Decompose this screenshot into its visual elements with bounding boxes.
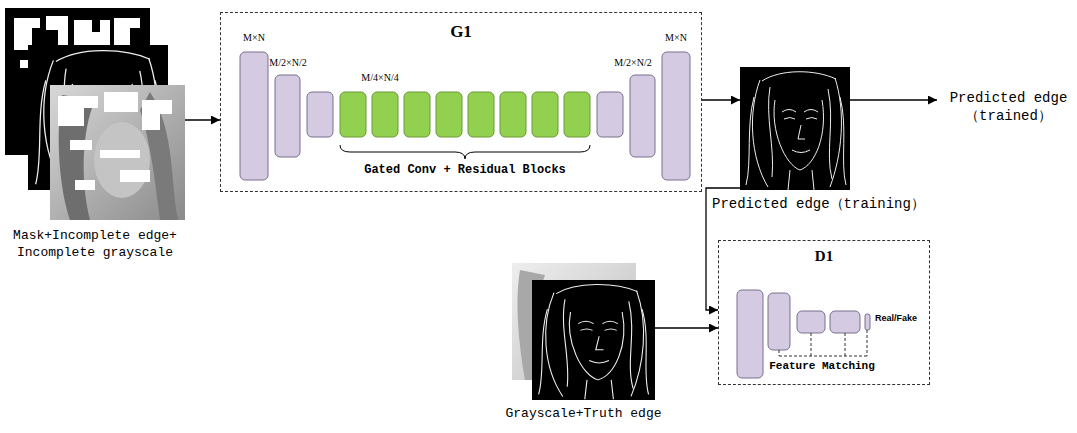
dimension-label: M×N: [665, 32, 687, 44]
disc-layer: [865, 314, 870, 330]
disc-layer: [768, 293, 790, 350]
conv-layer: [240, 52, 268, 180]
node-text: Predicted edge （trained）: [941, 89, 1076, 125]
connector-arrow: [655, 327, 718, 328]
deconv-layer: [630, 75, 655, 157]
connector-arrow: [850, 99, 937, 100]
deconv-layer: [662, 52, 690, 180]
residual-block: [436, 92, 462, 137]
input-image-stack: Mask+Incomplete edge+ Incomplete graysca…: [5, 8, 185, 220]
node-text: Mask+Incomplete edge+ Incomplete graysca…: [5, 228, 185, 262]
node-text: D1: [815, 247, 833, 267]
residual-block: [372, 92, 398, 137]
predicted-edge-image: [740, 67, 850, 190]
conv-layer: [307, 92, 333, 137]
edge-lines: [539, 285, 649, 400]
edge-lines: [746, 72, 846, 190]
predicted-edge-image: Predicted edge（training）: [740, 67, 850, 190]
truth-image-stack: Grayscale+Truth edge: [512, 263, 655, 400]
connector-arrow: [702, 99, 740, 100]
dimension-label: M/4×N/4: [361, 72, 398, 84]
feature-matching-label: Feature Matching: [769, 360, 875, 373]
node-text: Grayscale+Truth edge: [505, 406, 661, 423]
truth-edge-image: [532, 280, 655, 400]
residual-block: [468, 92, 494, 137]
brace: [340, 145, 590, 159]
disc-layer: [830, 311, 860, 333]
connector-arrow: [185, 119, 220, 120]
deconv-layer: [597, 92, 623, 137]
output-label: Predicted edge （trained）: [937, 86, 1077, 131]
residual-block: [404, 92, 430, 137]
dimension-label: M/2×N/2: [614, 57, 651, 69]
conv-layer: [275, 75, 300, 157]
block-group-label: Gated Conv + Residual Blocks: [364, 163, 566, 177]
residual-block: [564, 92, 590, 137]
dimension-label: M/2×N/2: [269, 57, 306, 69]
node-text: Predicted edge（training）: [712, 195, 925, 213]
node-text: G1: [450, 21, 472, 43]
disc-layer: [797, 311, 825, 333]
dimension-label: M×N: [243, 32, 265, 44]
residual-block: [532, 92, 558, 137]
incomplete-grayscale-image: [50, 85, 185, 220]
mask-patches: [58, 92, 172, 190]
residual-block: [340, 92, 366, 137]
disc-layer: [737, 290, 763, 378]
feature-matching-lines: [779, 330, 867, 356]
output-label: Real/Fake: [875, 313, 917, 324]
residual-block: [500, 92, 526, 137]
face-shape: [94, 122, 150, 198]
